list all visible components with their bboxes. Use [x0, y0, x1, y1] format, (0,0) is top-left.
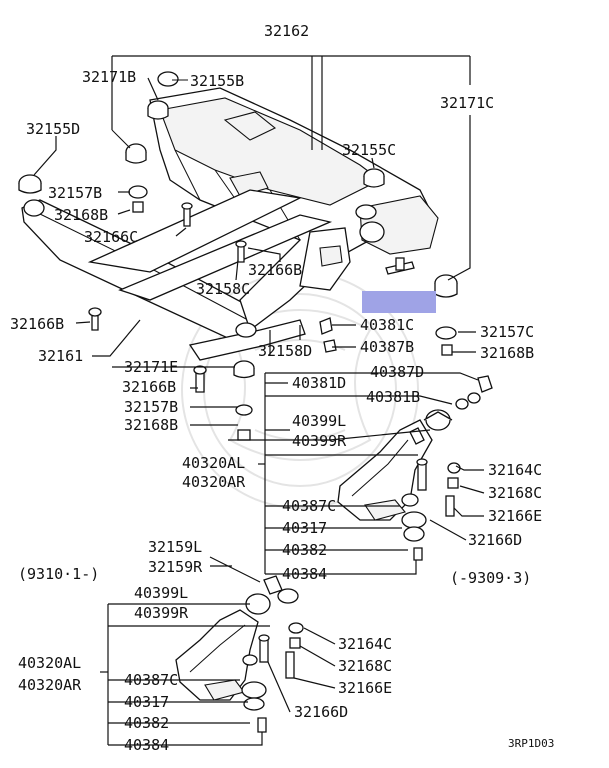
subframe-hardware: [18, 71, 493, 441]
label-b40320AL: 40320AL: [18, 654, 81, 672]
label-32166E: 32166E: [488, 507, 542, 525]
label-32171C: 32171C: [440, 94, 494, 112]
label-b40399R: 40399R: [134, 604, 189, 622]
part-labels: 32162 32171B 32155B 32171C 32155D 32155C…: [10, 22, 554, 754]
label-32159R: 32159R: [148, 558, 203, 576]
label-40320AR: 40320AR: [182, 473, 246, 491]
label-40387C: 40387C: [282, 497, 336, 515]
label-32158D: 32158D: [258, 342, 312, 360]
label-32166B-left: 32166B: [10, 315, 64, 333]
label-b32166E: 32166E: [338, 679, 392, 697]
label-40399R: 40399R: [292, 432, 347, 450]
label-b40382: 40382: [124, 714, 169, 732]
label-32161: 32161: [38, 347, 83, 365]
control-arm-lower: [175, 575, 304, 733]
label-32166C: 32166C: [84, 228, 138, 246]
label-32168B-right: 32168B: [480, 344, 534, 362]
highlight-box: [362, 291, 436, 313]
label-32166B-mid: 32166B: [248, 261, 302, 279]
label-32171E: 32171E: [124, 358, 178, 376]
label-32168B-top: 32168B: [54, 206, 108, 224]
label-32171B: 32171B: [82, 68, 136, 86]
label-32159L: 32159L: [148, 538, 202, 556]
label-40317: 40317: [282, 519, 327, 537]
label-40399L: 40399L: [292, 412, 346, 430]
label-40382: 40382: [282, 541, 327, 559]
label-32164C: 32164C: [488, 461, 542, 479]
label-40387D: 40387D: [370, 363, 424, 381]
label-40381C: 40381C: [360, 316, 414, 334]
subframe-drawing: [21, 87, 439, 361]
label-32166D: 32166D: [468, 531, 522, 549]
label-32168C: 32168C: [488, 484, 542, 502]
label-32155C: 32155C: [342, 141, 396, 159]
label-32158C: 32158C: [196, 280, 250, 298]
label-b40384: 40384: [124, 736, 169, 754]
label-40381B: 40381B: [366, 388, 420, 406]
label-40387B: 40387B: [360, 338, 414, 356]
label-32157B-top: 32157B: [48, 184, 102, 202]
label-b32168C: 32168C: [338, 657, 392, 675]
label-32157B-low: 32157B: [124, 398, 178, 416]
label-32162: 32162: [264, 22, 309, 40]
label-b40399L: 40399L: [134, 584, 188, 602]
label-32168B-low: 32168B: [124, 416, 178, 434]
control-arm-upper: [337, 409, 461, 561]
label-b32164C: 32164C: [338, 635, 392, 653]
label-range-old: (9310·1-): [18, 565, 99, 583]
label-32157C: 32157C: [480, 323, 534, 341]
label-32155B: 32155B: [190, 72, 244, 90]
label-40384: 40384: [282, 565, 327, 583]
label-40381D: 40381D: [292, 374, 346, 392]
label-b32166D: 32166D: [294, 703, 348, 721]
label-40320AL: 40320AL: [182, 454, 245, 472]
label-b40317: 40317: [124, 693, 169, 711]
diagram-code: 3RP1D03: [508, 737, 554, 750]
label-b40320AR: 40320AR: [18, 676, 82, 694]
label-32155D: 32155D: [26, 120, 80, 138]
label-32166B-low: 32166B: [122, 378, 176, 396]
label-range-new: (-9309·3): [450, 569, 531, 587]
leader-lines: [33, 55, 485, 746]
label-b40387C: 40387C: [124, 671, 178, 689]
